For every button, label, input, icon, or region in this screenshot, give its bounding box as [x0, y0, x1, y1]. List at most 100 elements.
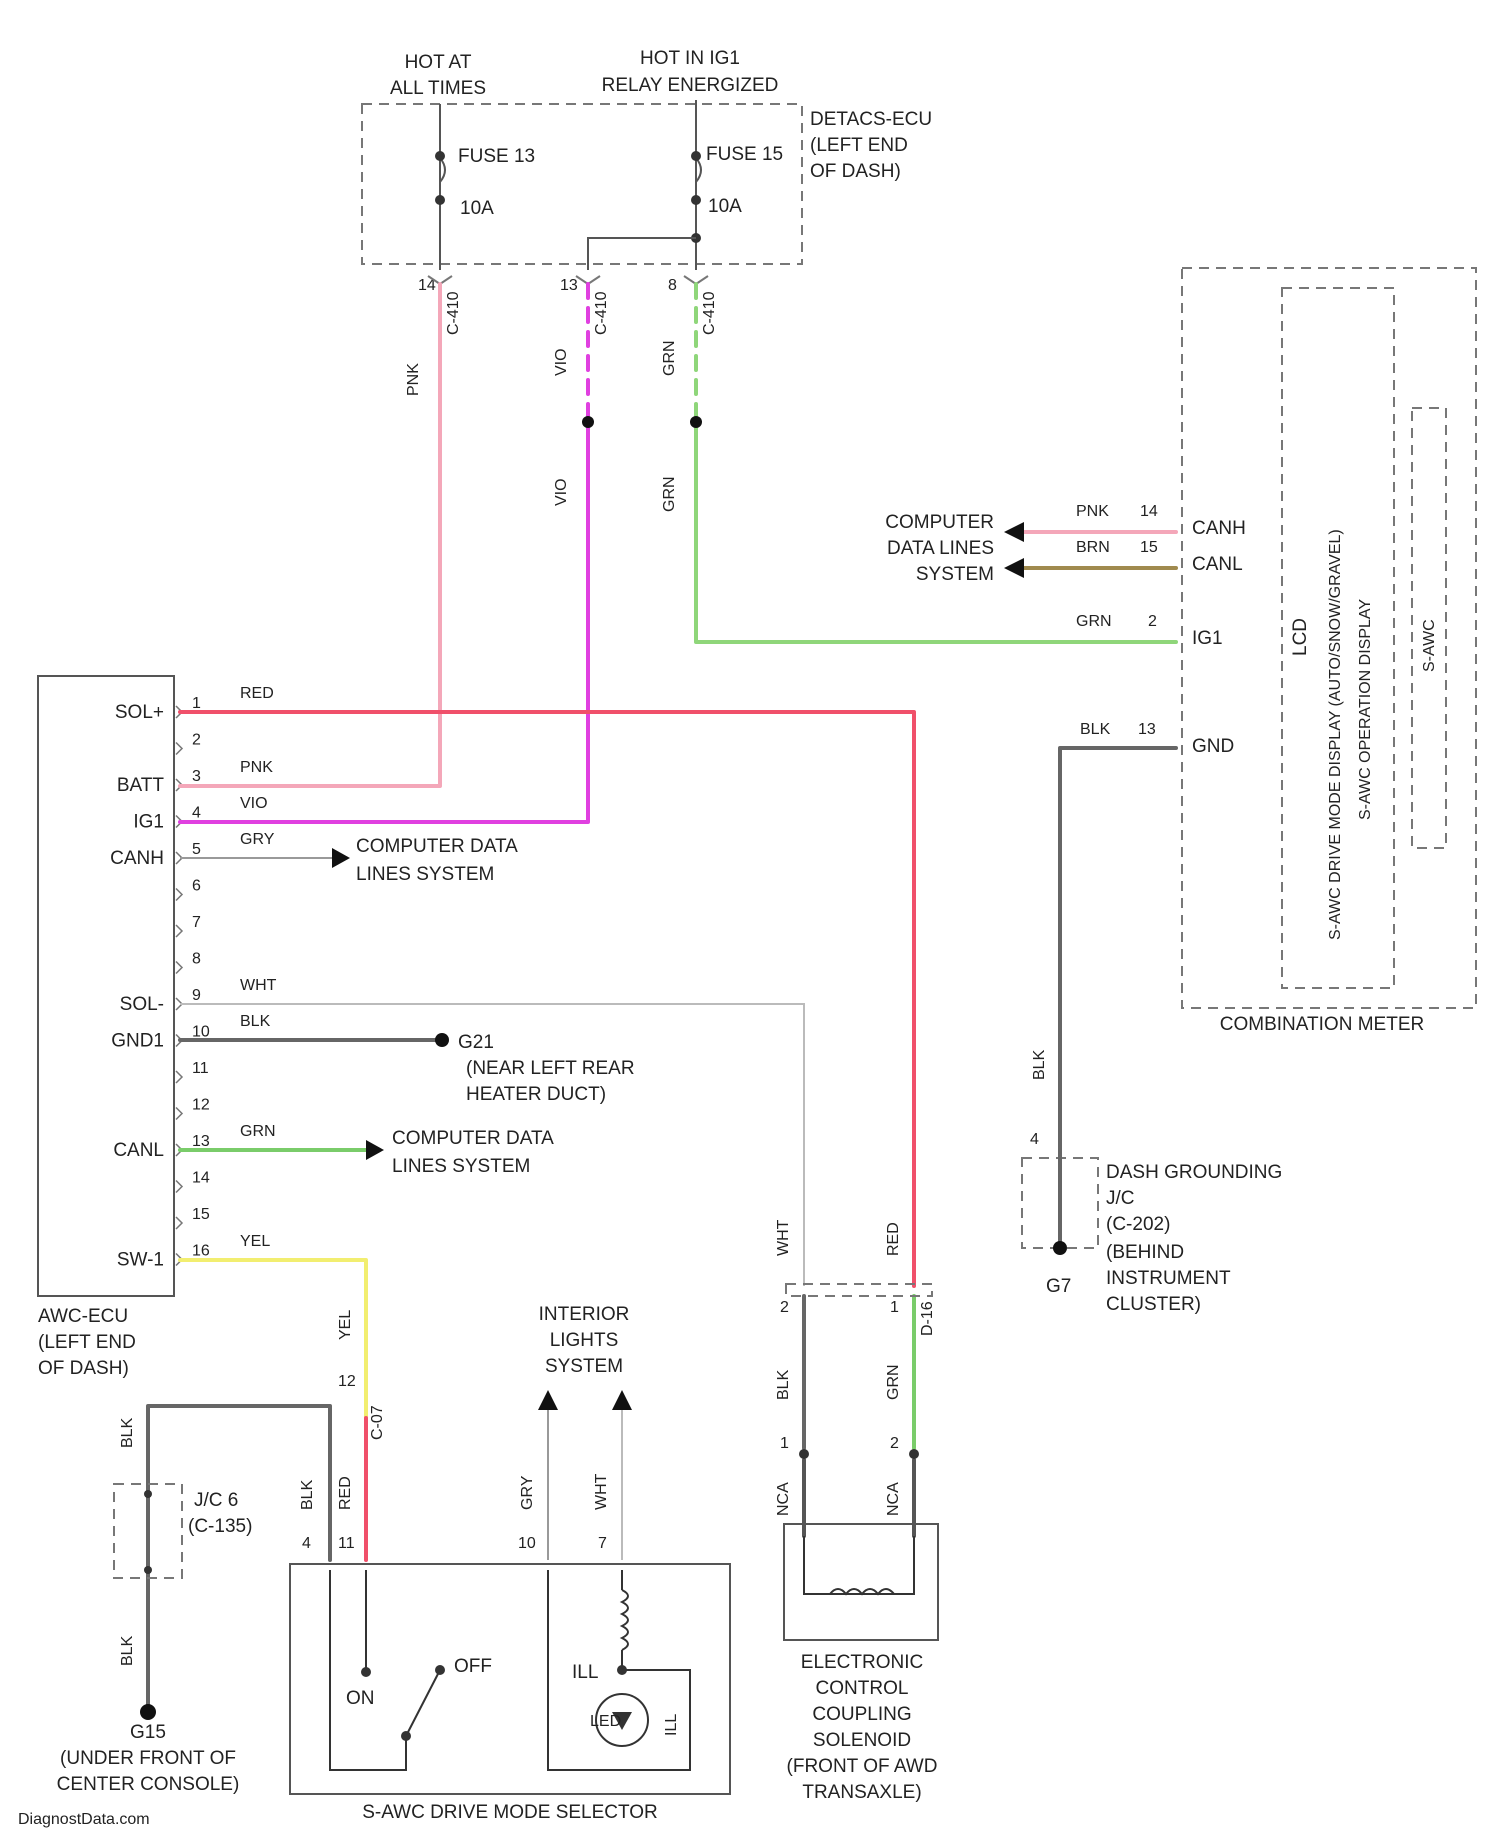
dash-ground-loc-3: CLUSTER): [1106, 1294, 1201, 1315]
meter-name-gnd: GND: [1192, 736, 1234, 757]
g21-location-1: (NEAR LEFT REAR: [466, 1058, 635, 1079]
wire-label-blk-meter-vert: BLK: [1031, 1049, 1048, 1080]
selector-ill-label: ILL: [572, 1662, 598, 1683]
fuse-pin-right: 8: [668, 277, 677, 294]
ecu-pin-terminal: [176, 925, 182, 937]
solenoid-pin-top-right: 1: [890, 1299, 899, 1316]
ecu-pin-number: 9: [192, 987, 201, 1004]
solenoid-label-1: ELECTRONIC: [801, 1652, 923, 1673]
meter-name-ig1: IG1: [1192, 628, 1223, 649]
ecu-pin-name: CANH: [110, 848, 164, 869]
fuse-conn-mid: C-410: [593, 291, 610, 335]
solenoid-nca-right: NCA: [885, 1482, 902, 1516]
wire-label-vio-upper: VIO: [553, 348, 570, 376]
fuse-conn-left: C-410: [445, 291, 462, 335]
wire-label-gry-sel: GRY: [519, 1475, 536, 1510]
solenoid-connector-outline: [786, 1284, 932, 1296]
wire-label-blk-meter: BLK: [1080, 721, 1111, 738]
meter-display-2: S-AWC OPERATION DISPLAY: [1357, 599, 1374, 820]
wire-label-brn-meter: BRN: [1076, 539, 1110, 556]
interior-arrow-right: [612, 1390, 632, 1410]
dash-ground: 4 DASH GROUNDING J/C (C-202) G7 (BEHIND …: [1022, 1131, 1282, 1315]
ecu-pin-name: SW-1: [117, 1250, 164, 1271]
wire-label-blk-sel: BLK: [299, 1479, 316, 1510]
ecu-pin-terminal: [176, 889, 182, 901]
ecu-pin-terminal: [176, 743, 182, 755]
hot-at-all-times-line1: HOT AT: [405, 52, 472, 73]
ecu-pin-number: 4: [192, 805, 201, 822]
g15-location-1: (UNDER FRONT OF: [60, 1748, 236, 1769]
ecu-pin-number: 8: [192, 951, 201, 968]
dash-ground-label-2: J/C: [1106, 1188, 1135, 1209]
canl-cdl-1: COMPUTER DATA: [392, 1128, 554, 1149]
solenoid-label-2: CONTROL: [816, 1678, 909, 1699]
meter-display-3: S-AWC: [1421, 619, 1438, 672]
ecu-pin-terminal: [176, 962, 182, 974]
wire-label-yel: YEL: [240, 1233, 270, 1250]
fuse15-rating: 10A: [708, 196, 742, 217]
ecu-pin-number: 16: [192, 1243, 210, 1260]
detacs-ecu-label-1: DETACS-ECU: [810, 109, 932, 130]
solenoid-label-4: SOLENOID: [813, 1730, 911, 1751]
fuse-box: HOT AT ALL TIMES HOT IN IG1 RELAY ENERGI…: [362, 48, 932, 335]
selector-led-label: LED: [590, 1713, 621, 1730]
wire-label-wht-sel: WHT: [593, 1473, 610, 1510]
ecu-pin-name: BATT: [117, 775, 165, 796]
ecu-pin-number: 12: [192, 1097, 210, 1114]
wire-label-yel-sel: YEL: [337, 1310, 354, 1340]
switch-off-label: OFF: [454, 1656, 492, 1677]
hot-in-ig1-line2: RELAY ENERGIZED: [602, 75, 779, 96]
selector-title: S-AWC DRIVE MODE SELECTOR: [362, 1802, 658, 1823]
detacs-ecu-label-2: (LEFT END: [810, 135, 908, 156]
wire-label-red-sel: RED: [337, 1476, 354, 1510]
ecu-pin-number: 14: [192, 1170, 210, 1187]
ecu-pin-name: GND1: [111, 1031, 164, 1052]
ecu-pin-name: SOL+: [115, 702, 164, 723]
meter-pin-gnd: 13: [1138, 721, 1156, 738]
meter-cdl-2: DATA LINES: [887, 538, 994, 559]
ecu-pin-terminal: [176, 1108, 182, 1120]
selector-pin-yel: 12: [338, 1373, 356, 1390]
ecu-pin-number: 7: [192, 914, 201, 931]
solenoid-conn: D-16: [919, 1301, 936, 1336]
awc-ecu-box: [38, 676, 174, 1296]
selector-pin-red: 11: [338, 1535, 355, 1552]
ecu-pin-number: 10: [192, 1024, 210, 1041]
meter-lcd-label: LCD: [1290, 618, 1311, 656]
wire-label-pnk-vert: PNK: [405, 363, 422, 396]
wire-label-wht-sol: WHT: [775, 1219, 792, 1256]
awc-ecu-pin-list: 1SOL+23BATT4IG15CANH6789SOL-10GND1111213…: [110, 695, 210, 1271]
fuse13-rating: 10A: [460, 198, 494, 219]
fuse-box-outline: [362, 104, 802, 264]
ecu-pin-name: SOL-: [120, 994, 164, 1015]
wire-label-wht: WHT: [240, 977, 277, 994]
wire-label-grn-upper: GRN: [661, 340, 678, 376]
fuse15-label: FUSE 15: [706, 144, 783, 165]
awc-ecu-destinations: COMPUTER DATA LINES SYSTEM G21 (NEAR LEF…: [332, 836, 635, 1177]
junction-dots: [582, 416, 702, 428]
wire-label-blk-jc-upper: BLK: [119, 1417, 136, 1448]
dash-ground-label-1: DASH GROUNDING: [1106, 1162, 1282, 1183]
g15-ground-dot: [140, 1704, 156, 1720]
ecu-pin-number: 6: [192, 878, 201, 895]
solenoid-label-3: COUPLING: [812, 1704, 911, 1725]
ecu-pin-number: 15: [192, 1206, 210, 1223]
solenoid-label-6: TRANSAXLE): [802, 1782, 921, 1803]
meter-pin-canh: 14: [1140, 503, 1158, 520]
meter-pin-ig1: 2: [1148, 613, 1157, 630]
wire-label-grn-meter: GRN: [1076, 613, 1112, 630]
meter-canh-arrow: [1004, 522, 1024, 542]
wire-label-red: RED: [240, 685, 274, 702]
detacs-ecu-label-3: OF DASH): [810, 161, 901, 182]
meter-pin-canl: 15: [1140, 539, 1158, 556]
switch-on-label: ON: [346, 1688, 375, 1709]
solenoid-pin-top-left: 2: [780, 1299, 789, 1316]
meter-name-canh: CANH: [1192, 518, 1246, 539]
wire-label-red-sol: RED: [885, 1222, 902, 1256]
canh-cdl-1: COMPUTER DATA: [356, 836, 518, 857]
wire-blk-selector-ground: [148, 1406, 330, 1712]
meter-cdl-3: SYSTEM: [916, 564, 994, 585]
awc-ecu-label-2: (LEFT END: [38, 1332, 136, 1353]
wire-label-grn-lower: GRN: [661, 476, 678, 512]
solenoid-pin-bot-right: 2: [890, 1435, 899, 1452]
